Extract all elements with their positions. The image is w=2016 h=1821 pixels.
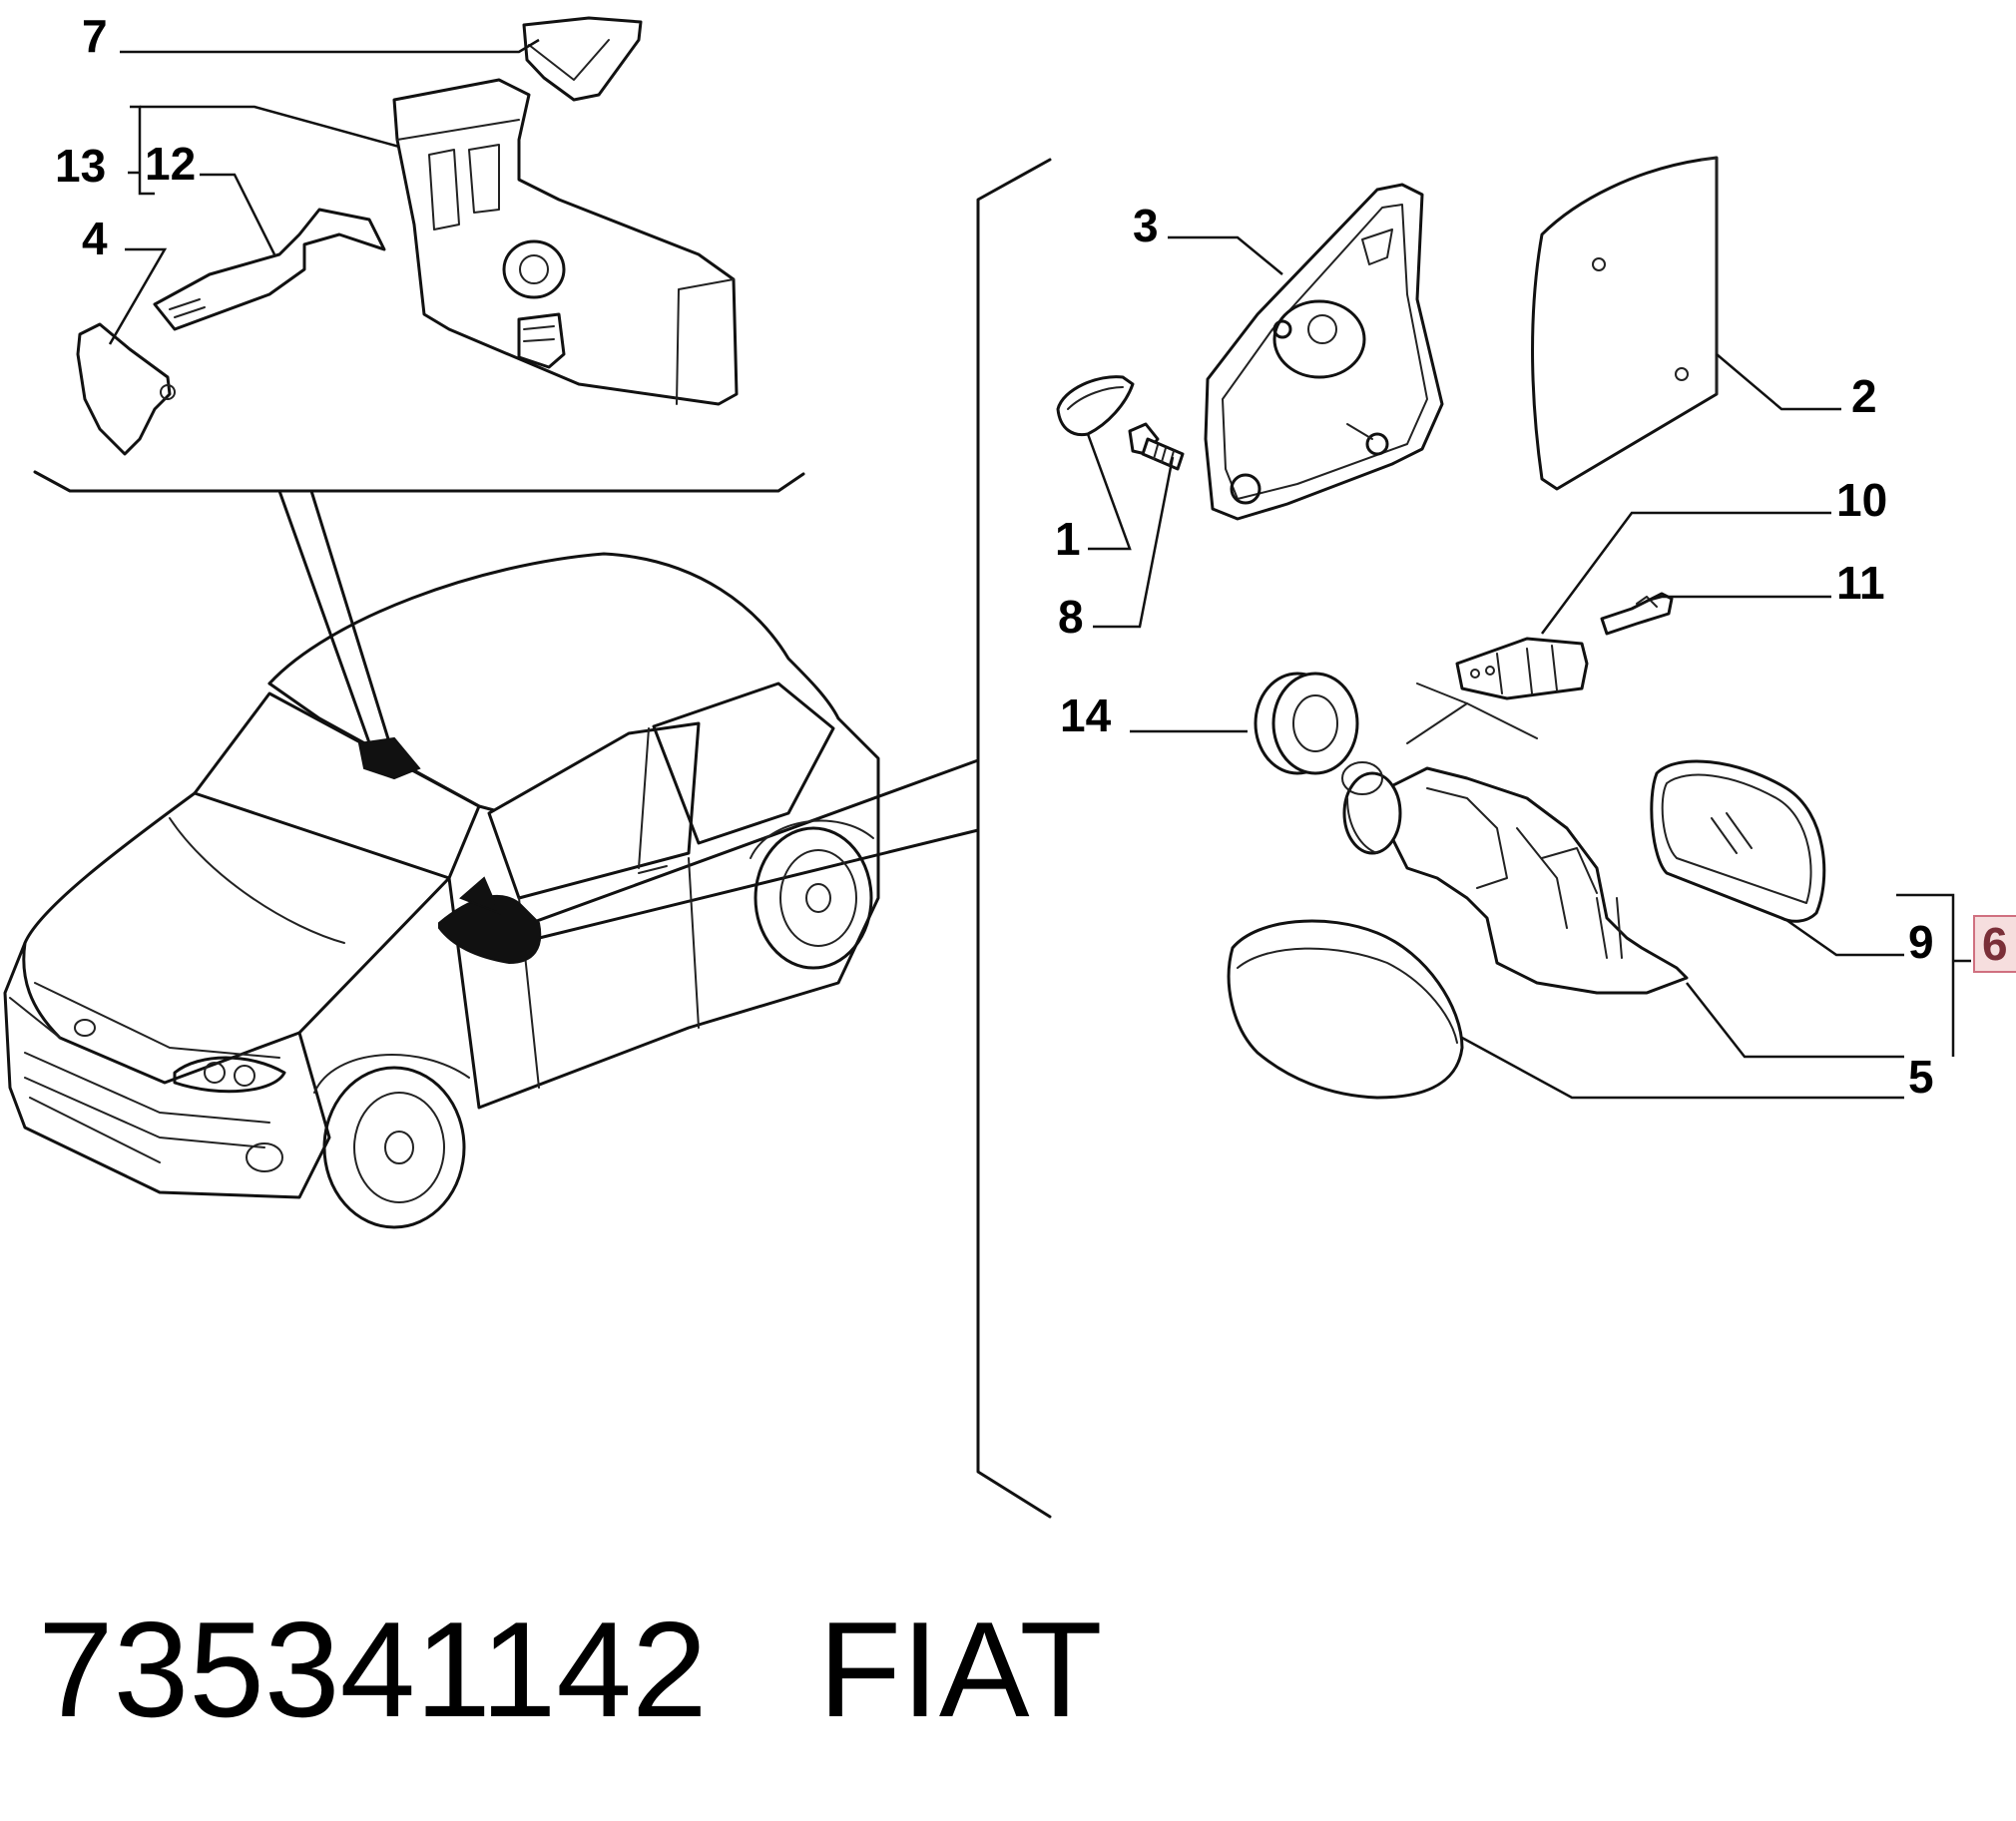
- part-5-housing-cover: [1227, 919, 1464, 1100]
- part-6-actuator: [1341, 761, 1689, 995]
- callout-11[interactable]: 11: [1836, 557, 1885, 609]
- callout-9[interactable]: 9: [1908, 916, 1934, 968]
- part-13-mirror-body: [392, 78, 739, 406]
- callout-6-highlight: [1973, 915, 2016, 973]
- leader-lines: [108, 38, 1971, 1100]
- exterior-pointer-line-b: [517, 828, 980, 945]
- part-12-bracket: [153, 208, 386, 331]
- interior-mirror-assembly: [76, 16, 739, 456]
- interior-mirror-frame: [33, 470, 805, 493]
- car-illustration: [3, 552, 880, 1229]
- part-9-mirror-glass: [1650, 759, 1826, 923]
- brand-name: FIAT: [818, 1593, 1103, 1745]
- part-10-connector: [1455, 637, 1589, 700]
- callout-1[interactable]: 1: [1055, 513, 1081, 565]
- callout-8[interactable]: 8: [1058, 591, 1084, 643]
- callout-2[interactable]: 2: [1851, 370, 1877, 422]
- divider-line: [976, 158, 1052, 1519]
- part-2-mirror-plate: [1531, 156, 1719, 491]
- exterior-pointer-line-a: [502, 758, 980, 935]
- part-11-terminal: [1600, 592, 1674, 636]
- part-7-clip: [522, 16, 643, 102]
- part-8-screw: [1128, 422, 1185, 471]
- exterior-mirror-assembly: [1056, 156, 1826, 1100]
- callout-7[interactable]: 7: [82, 10, 108, 62]
- connector-pointer-a: [1406, 683, 1468, 744]
- connector-pointer-b: [1466, 702, 1538, 739]
- callout-5[interactable]: 5: [1908, 1051, 1934, 1103]
- part-14-motor-ring: [1254, 672, 1359, 775]
- callout-3[interactable]: 3: [1133, 200, 1159, 251]
- callout-4[interactable]: 4: [82, 213, 108, 264]
- part-4-cover: [76, 322, 172, 456]
- interior-pointer-line-a: [277, 489, 373, 750]
- part-1-small-cover: [1056, 375, 1135, 437]
- part-3-base-plate: [1204, 183, 1444, 521]
- part-number: 735341142: [38, 1593, 708, 1745]
- callout-6[interactable]: 6: [1982, 918, 2008, 970]
- callout-12[interactable]: 12: [145, 138, 196, 190]
- callout-14[interactable]: 14: [1060, 689, 1112, 741]
- callout-13[interactable]: 13: [55, 140, 106, 192]
- callout-10[interactable]: 10: [1836, 474, 1887, 526]
